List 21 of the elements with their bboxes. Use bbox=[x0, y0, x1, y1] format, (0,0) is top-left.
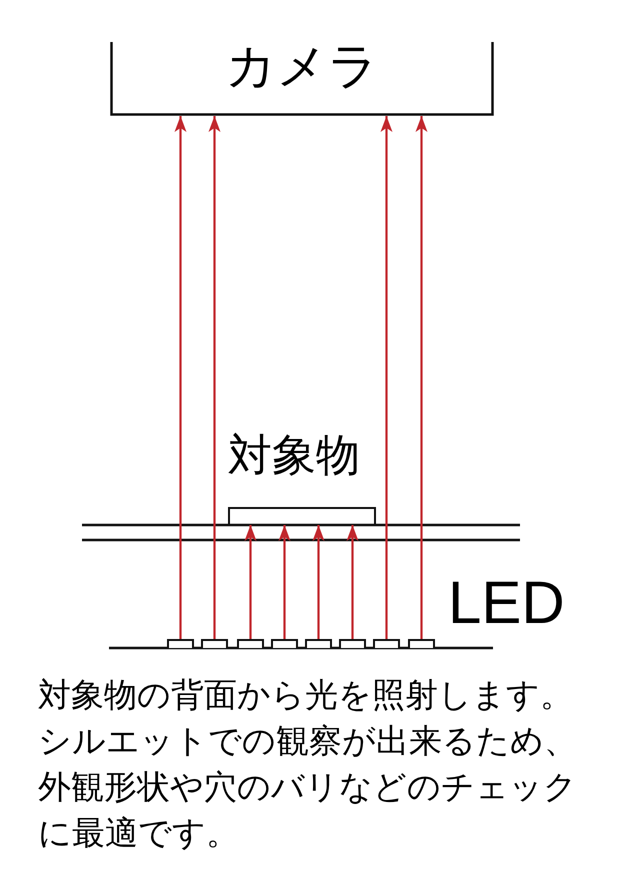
led-element bbox=[237, 639, 264, 648]
light-ray-arrow bbox=[346, 525, 358, 639]
led-element bbox=[271, 639, 298, 648]
led-element bbox=[167, 639, 194, 648]
led-element bbox=[201, 639, 228, 648]
light-ray-arrow bbox=[416, 116, 428, 639]
camera-bracket bbox=[110, 40, 494, 116]
light-ray-arrow bbox=[312, 525, 324, 639]
light-ray-arrow bbox=[244, 525, 256, 639]
light-ray-arrow bbox=[174, 116, 186, 639]
led-element bbox=[305, 639, 332, 648]
light-ray-arrow bbox=[208, 116, 220, 639]
led-element bbox=[373, 639, 400, 648]
camera-label: カメラ bbox=[224, 36, 380, 96]
light-ray-arrow bbox=[278, 525, 290, 639]
object-label: 対象物 bbox=[228, 429, 360, 483]
description-text: 対象物の背面から光を照射します。シルエットでの観察が出来るため、外観形状や穴のバリなどのチェックに最適です。 bbox=[38, 674, 578, 854]
led-element bbox=[339, 639, 366, 648]
light-ray-arrow bbox=[380, 116, 392, 639]
led-element bbox=[408, 639, 435, 648]
led-label: LED bbox=[448, 572, 565, 634]
